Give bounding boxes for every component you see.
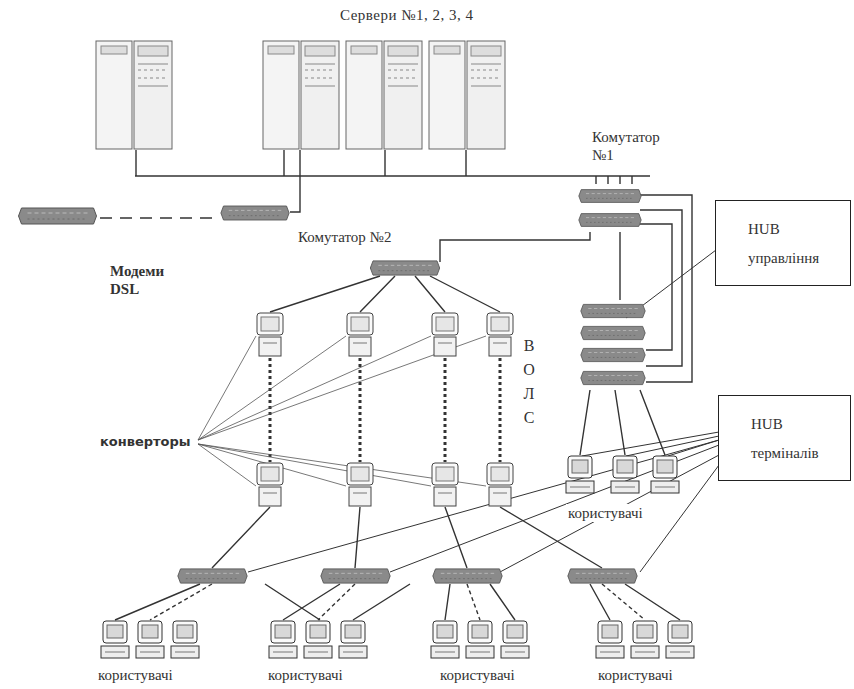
hub-label: HUB терміналів: [749, 410, 845, 467]
diagram-title: Сервери №1, 2, 3, 4: [338, 6, 476, 24]
users-label: користувачі: [566, 504, 645, 522]
devices: [19, 41, 695, 658]
users-label: користувачі: [266, 666, 345, 684]
hub-box: HUB терміналів: [718, 395, 851, 481]
switch-label: Комутатор №1: [590, 128, 686, 164]
hub-label: HUB управління: [746, 215, 842, 272]
users-label: користувачі: [596, 666, 675, 684]
converter-label: конверторы: [98, 434, 193, 450]
wires: [100, 150, 719, 620]
fibre-label: В О Л С: [521, 334, 537, 430]
users-label: користувачі: [438, 666, 517, 684]
users-label: користувачі: [96, 666, 175, 684]
switch-label: Комутатор №2: [296, 228, 393, 246]
modem-label: Модеми DSL: [108, 262, 178, 298]
hub-box: HUB управління: [715, 200, 851, 286]
